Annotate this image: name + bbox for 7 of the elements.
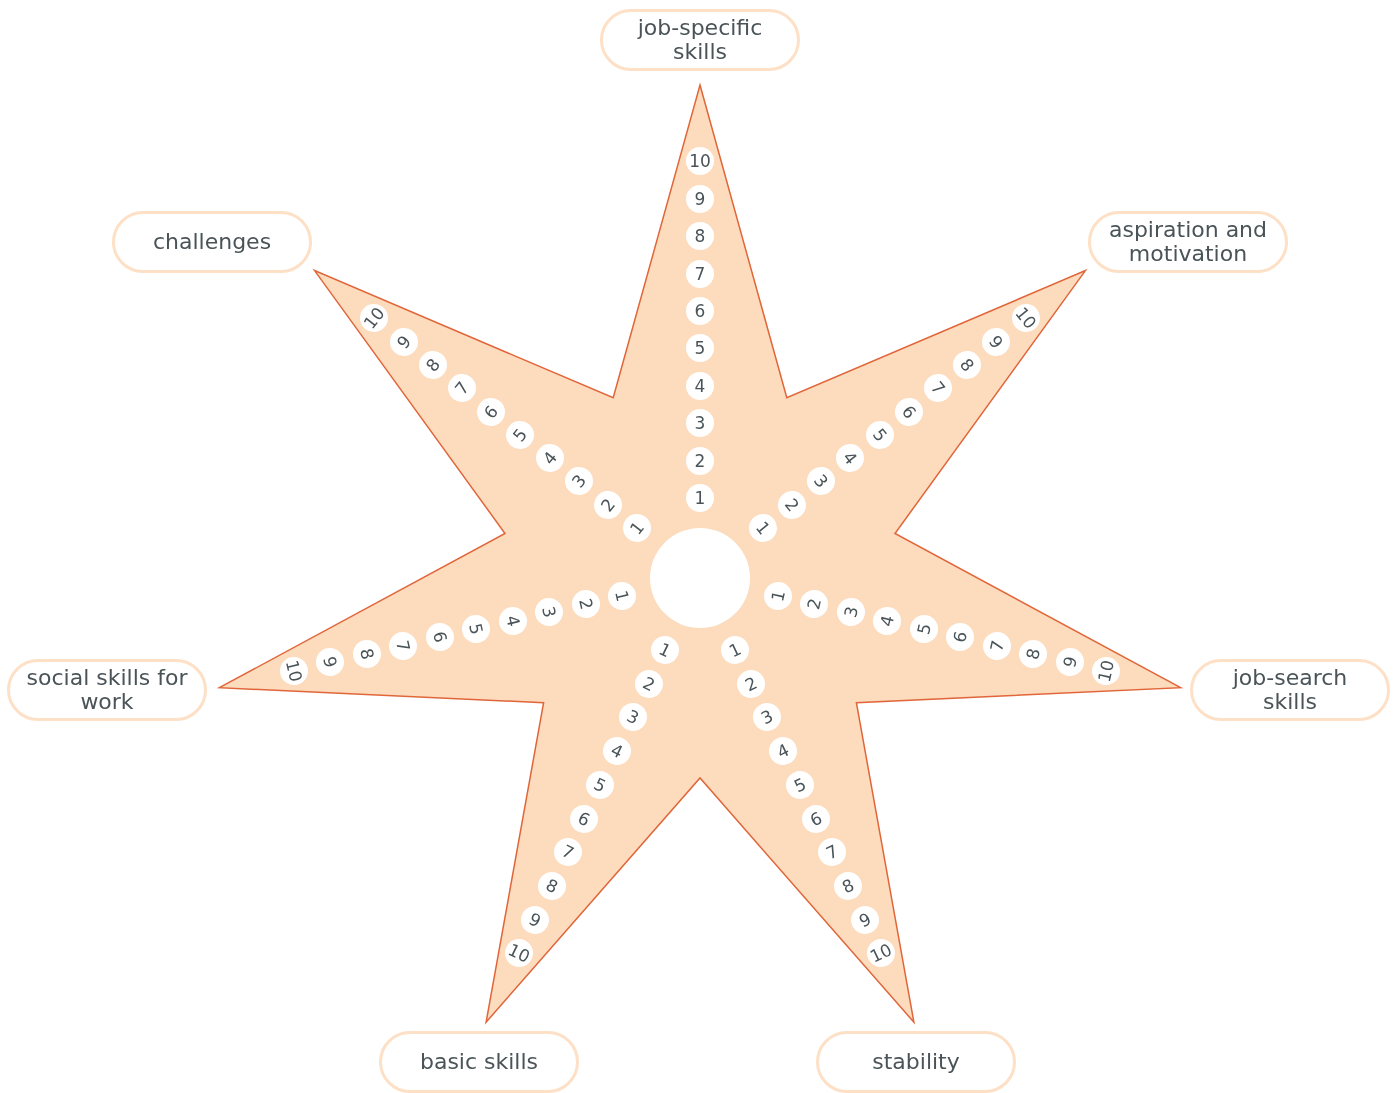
spoke-label: stability [816, 1031, 1016, 1093]
spoke-label: social skills for work [7, 659, 207, 721]
spoke-label: job-search skills [1190, 659, 1390, 721]
spoke-label: aspiration and motivation [1088, 211, 1288, 273]
spoke-label: basic skills [379, 1031, 579, 1093]
spoke-label: job-specific skills [600, 9, 800, 71]
spoke-label: challenges [112, 211, 312, 273]
